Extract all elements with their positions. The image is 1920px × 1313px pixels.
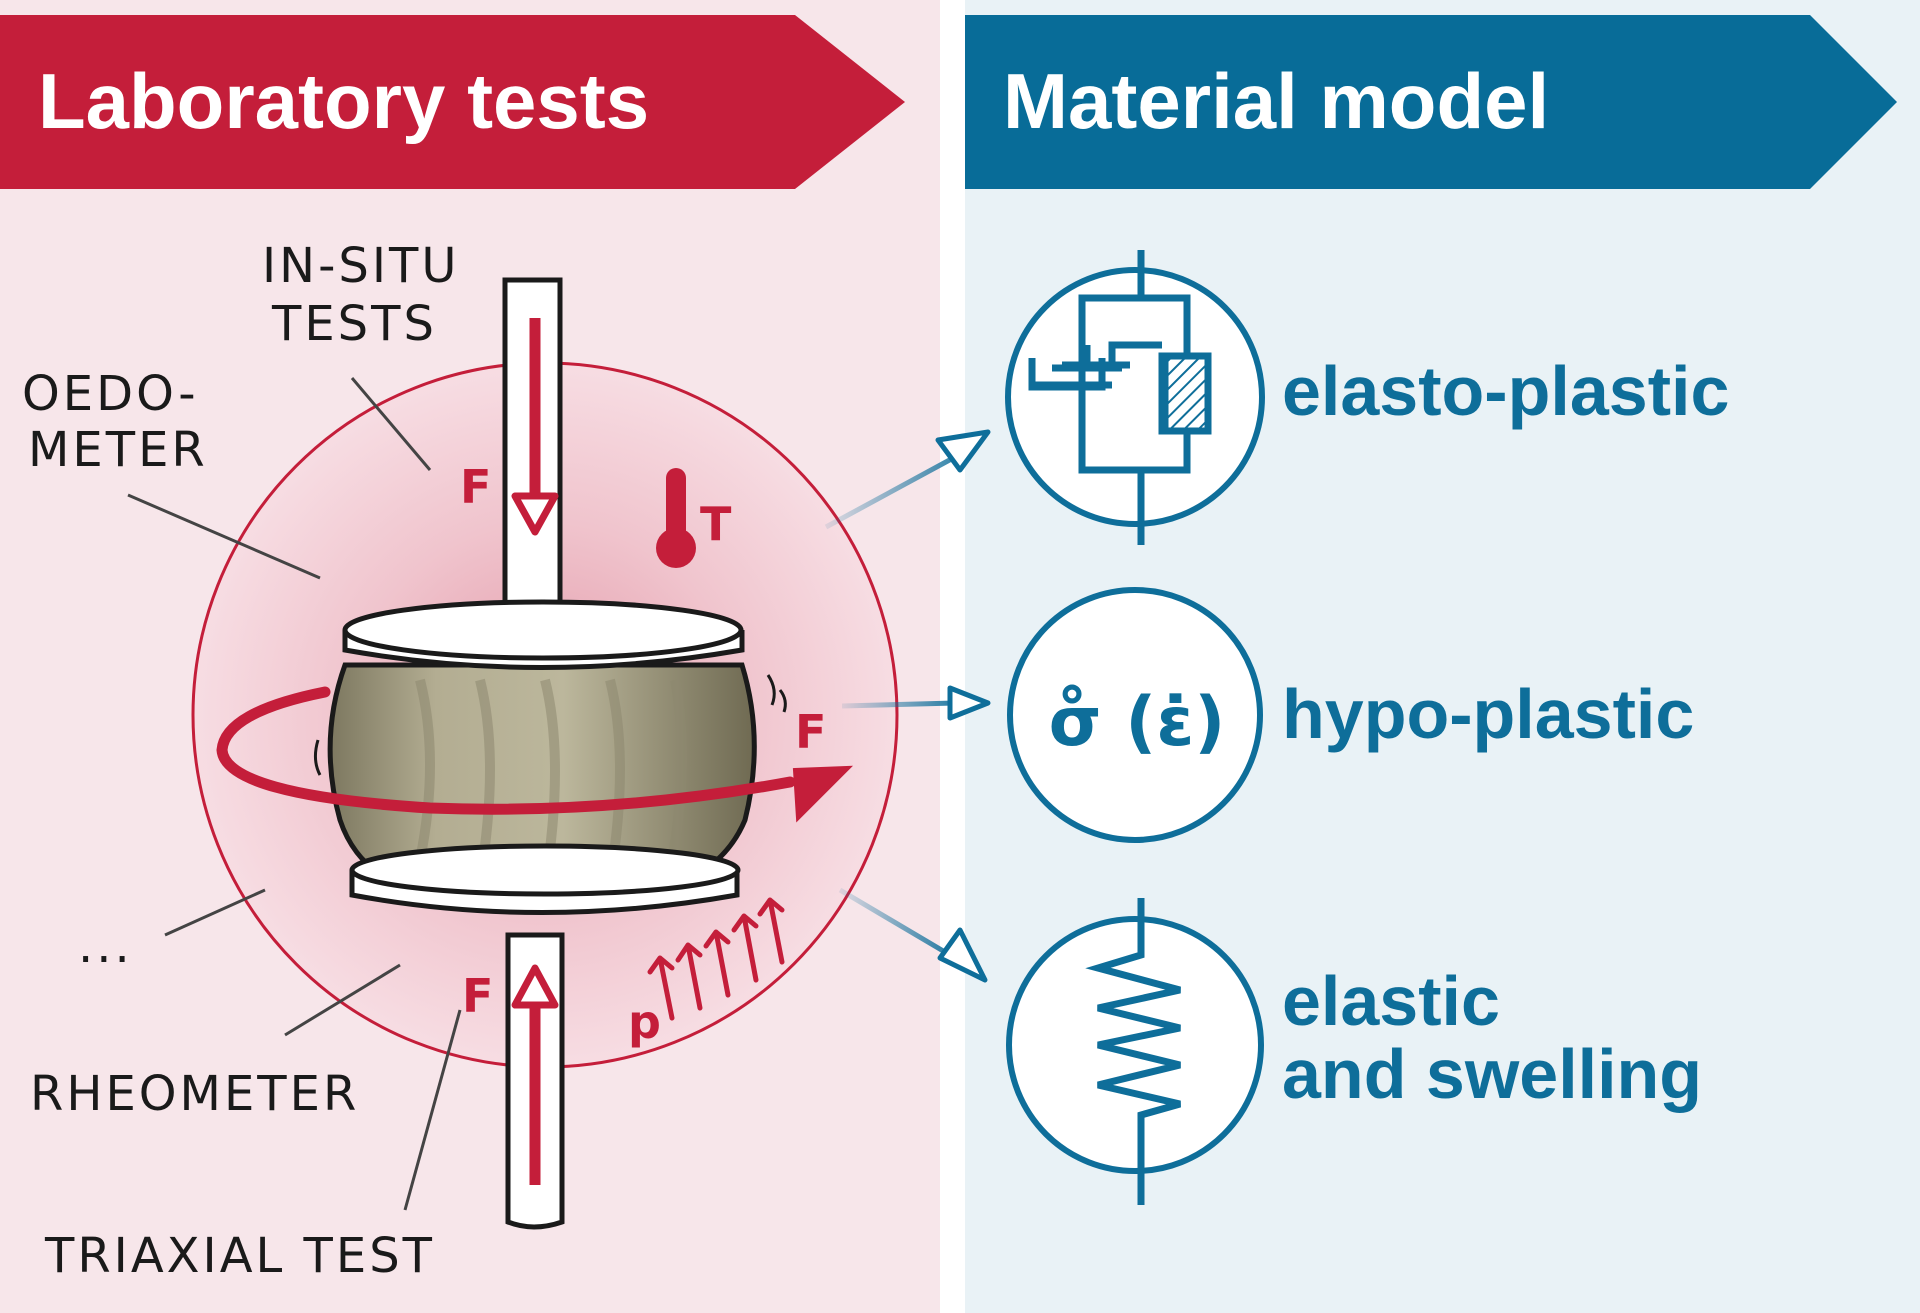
material-model-title: Material model [1003, 57, 1549, 145]
rotation-arrow [216, 686, 854, 823]
elastic-label: elastic [1282, 962, 1500, 1040]
force-label-bottom: F [462, 969, 493, 1023]
hypo-plastic-formula: σ̊ (ε̇) [1049, 683, 1226, 762]
triaxial-test-label: TRIAXIAL TEST [44, 1228, 435, 1284]
in-situ-label-2: TESTS [271, 296, 437, 352]
connector-arrows [824, 429, 991, 983]
force-arrow-up [511, 964, 559, 1185]
top-plate [342, 599, 745, 670]
thermometer-icon [656, 468, 696, 568]
oedometer-label: OEDO- [22, 366, 199, 422]
swelling-label: and swelling [1282, 1035, 1702, 1113]
hypo-plastic-symbol: σ̊ (ε̇) [1007, 587, 1263, 843]
hypo-plastic-label: hypo-plastic [1282, 675, 1694, 753]
in-situ-label: IN-SITU [262, 238, 459, 294]
soil-specimen [327, 662, 757, 898]
temperature-label: T [700, 497, 732, 551]
oedometer-label-2: METER [28, 422, 208, 478]
pressure-label: p [628, 995, 661, 1049]
label-leader-lines [127, 377, 462, 1211]
bottom-plate [349, 843, 741, 915]
material-model-banner [965, 15, 1897, 189]
elasto-plastic-label: elasto-plastic [1282, 352, 1729, 430]
pressure-arrows [647, 897, 785, 1021]
force-arrow-down [511, 318, 559, 536]
rheometer-label: RHEOMETER [30, 1066, 359, 1122]
elasto-plastic-symbol [1005, 250, 1265, 545]
force-label-side: F [795, 705, 826, 759]
elastic-symbol [1006, 898, 1264, 1205]
ellipsis-label: ... [78, 918, 133, 974]
force-label-top: F [460, 460, 491, 514]
laboratory-tests-banner [0, 15, 905, 189]
vibration-marks [313, 674, 787, 776]
laboratory-tests-title: Laboratory tests [38, 57, 649, 145]
